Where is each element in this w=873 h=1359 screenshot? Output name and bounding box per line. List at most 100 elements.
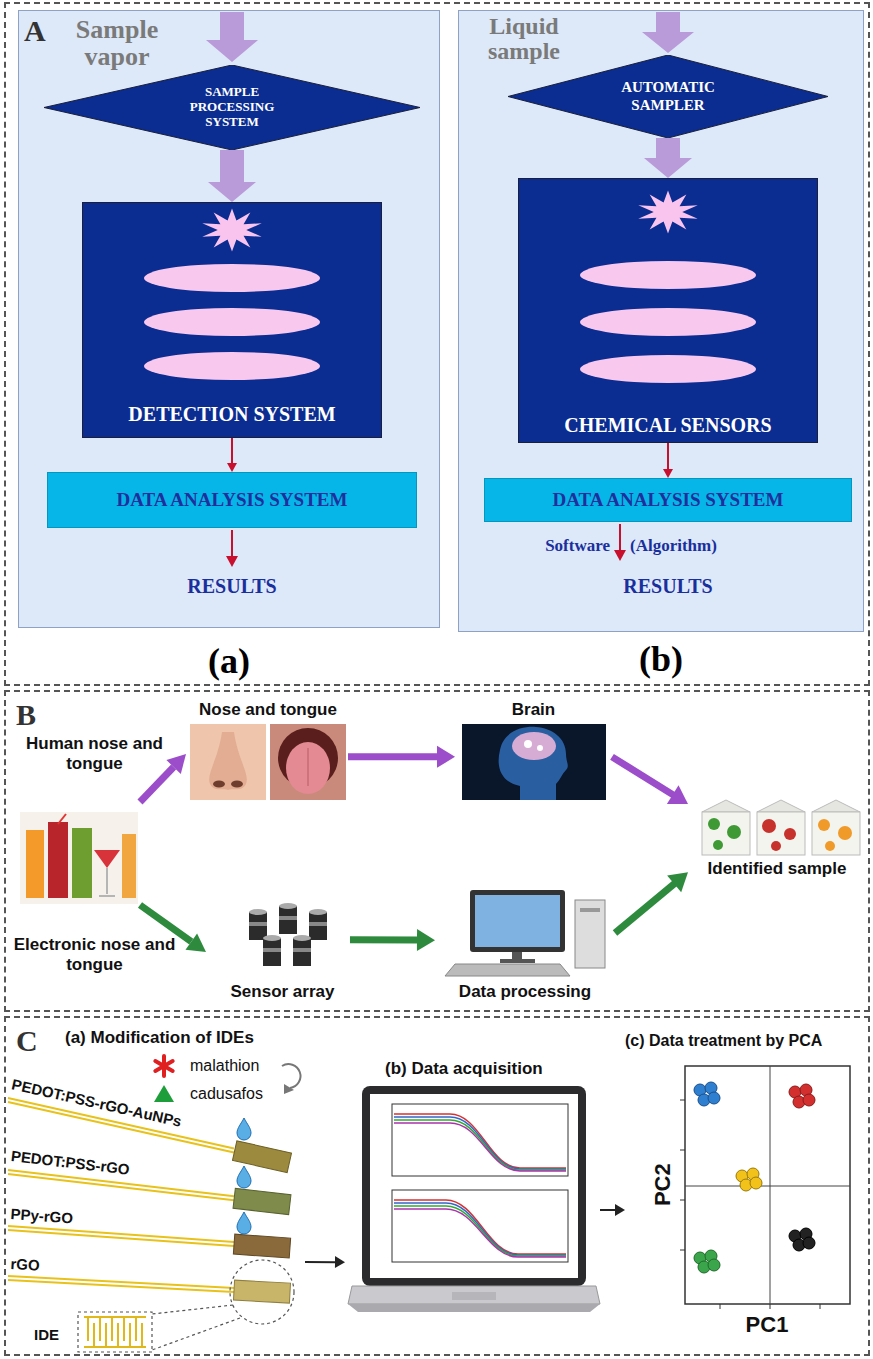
picture-caption: (c) Data treatment by PCA bbox=[625, 1032, 822, 1050]
output-label-slot: RESULTS bbox=[132, 575, 332, 598]
arrow-shaft bbox=[612, 757, 674, 795]
flow-arrow bbox=[350, 929, 435, 951]
electrode-track bbox=[8, 1280, 234, 1292]
pca-plot bbox=[820, 1304, 821, 1309]
carton-photo bbox=[702, 812, 750, 855]
ide-comb bbox=[105, 1323, 107, 1347]
ide-comb bbox=[84, 1317, 146, 1347]
sensor-layer bbox=[144, 352, 320, 380]
carton-photo bbox=[702, 800, 860, 855]
brain-photo bbox=[512, 732, 556, 760]
laptop-drawing bbox=[394, 1209, 566, 1257]
output-label: RESULTS bbox=[132, 575, 332, 598]
computer-photo bbox=[575, 900, 605, 968]
computer-photo bbox=[445, 964, 570, 976]
picture-caption: (b) Data acquisition bbox=[385, 1059, 543, 1079]
pca-plot bbox=[685, 1066, 850, 1304]
drinks-photo bbox=[122, 834, 136, 898]
laptop-drawing bbox=[370, 1094, 578, 1278]
legend-text: cadusafos bbox=[190, 1085, 263, 1103]
sensor-array-photo bbox=[279, 916, 297, 920]
sensor-array-photo bbox=[263, 948, 281, 952]
picture-caption: (a) Modification of IDEs bbox=[65, 1028, 254, 1048]
computer-photo bbox=[512, 952, 522, 960]
sensor-array-photo bbox=[279, 903, 297, 909]
computer-photo bbox=[580, 908, 600, 912]
electrode-pad bbox=[233, 1234, 290, 1258]
electrode-label: PPy-rGO bbox=[10, 1205, 74, 1227]
zoom-callout bbox=[152, 1318, 240, 1350]
input-label-slot: Liquid sample bbox=[466, 14, 582, 64]
panel-letter: A bbox=[24, 14, 46, 49]
arrow-head bbox=[663, 469, 673, 478]
carton-photo bbox=[762, 819, 776, 833]
pca-plot bbox=[803, 1237, 815, 1249]
carton-photo bbox=[784, 828, 796, 840]
zoom-callout bbox=[152, 1305, 233, 1314]
brain-photo bbox=[537, 745, 543, 751]
sensor-array-photo bbox=[309, 909, 327, 915]
sensor-layer bbox=[144, 308, 320, 336]
sensor-layer bbox=[144, 261, 756, 383]
panel-frame: A(a)SAMPLE PROCESSING SYSTEMDETECTION SY… bbox=[4, 2, 870, 686]
cycle-arrow bbox=[284, 1084, 294, 1094]
sensor-array-photo bbox=[293, 938, 311, 966]
sensor-array-photo bbox=[309, 912, 327, 940]
sensor-array-photo bbox=[279, 906, 297, 934]
nose-tongue-photo bbox=[270, 724, 346, 800]
picture-caption: Identified sample bbox=[708, 859, 847, 879]
droplet bbox=[237, 1118, 251, 1140]
legend-symbol bbox=[152, 1054, 176, 1078]
detector-burst bbox=[638, 190, 697, 233]
ide-comb bbox=[87, 1317, 89, 1341]
sensor-array-photo bbox=[249, 909, 267, 915]
pca-plot bbox=[770, 1304, 771, 1309]
axis-label: PC2 bbox=[650, 1160, 675, 1210]
part-label-slot: IDE bbox=[34, 1326, 59, 1343]
flow-arrow bbox=[612, 757, 688, 804]
process-label: CHEMICAL SENSORS bbox=[564, 414, 771, 437]
drinks-photo bbox=[20, 812, 138, 904]
droplet bbox=[237, 1166, 251, 1188]
sensor-layer bbox=[580, 308, 756, 336]
sub-panel-caption: (b) bbox=[459, 641, 863, 677]
sensor-array-photo bbox=[249, 912, 267, 940]
arrow-head bbox=[667, 785, 688, 804]
ide-comb bbox=[129, 1323, 131, 1347]
electrode-track bbox=[8, 1174, 234, 1200]
pca-plot bbox=[803, 1094, 815, 1106]
diamond-outline bbox=[508, 55, 828, 138]
carton-photo bbox=[702, 800, 750, 812]
laptop-drawing bbox=[348, 1304, 600, 1312]
nose-tongue-photo bbox=[190, 724, 346, 800]
process-label: DATA ANALYSIS SYSTEM bbox=[117, 489, 348, 511]
electrode-track bbox=[8, 1230, 234, 1246]
detector-burst bbox=[202, 190, 697, 251]
laptop-drawing bbox=[452, 1292, 496, 1300]
input-arrow bbox=[206, 12, 258, 62]
process-diamond: AUTOMATIC SAMPLER bbox=[508, 55, 828, 138]
arrow-head bbox=[208, 182, 256, 202]
electrode-pad bbox=[234, 1280, 291, 1303]
pca-plot bbox=[789, 1084, 815, 1108]
ide-comb bbox=[123, 1317, 125, 1341]
sub-panel-caption: (a) bbox=[19, 643, 439, 679]
electrode-label-slot: PEDOT:PSS-rGO-AuNPs bbox=[10, 1075, 183, 1130]
input-label: Sample vapor bbox=[52, 16, 182, 71]
arrow-shaft bbox=[600, 1209, 616, 1211]
ide-comb bbox=[111, 1317, 113, 1341]
droplet bbox=[237, 1212, 251, 1234]
zoom-callout bbox=[78, 1260, 294, 1352]
sensor-layer bbox=[580, 355, 756, 383]
laptop-drawing bbox=[394, 1203, 566, 1255]
flow-arrow bbox=[615, 872, 688, 933]
diamond-outline bbox=[44, 65, 420, 150]
sensor-array-photo bbox=[293, 948, 311, 952]
zoom-callout bbox=[230, 1260, 294, 1324]
flow-arrow bbox=[348, 746, 455, 768]
sensor-array-photo bbox=[309, 922, 327, 926]
pathway-arrow bbox=[186, 934, 207, 953]
arrow-head bbox=[335, 1256, 345, 1268]
pathway-label-slot: Electronic nose and tongue bbox=[12, 935, 177, 974]
